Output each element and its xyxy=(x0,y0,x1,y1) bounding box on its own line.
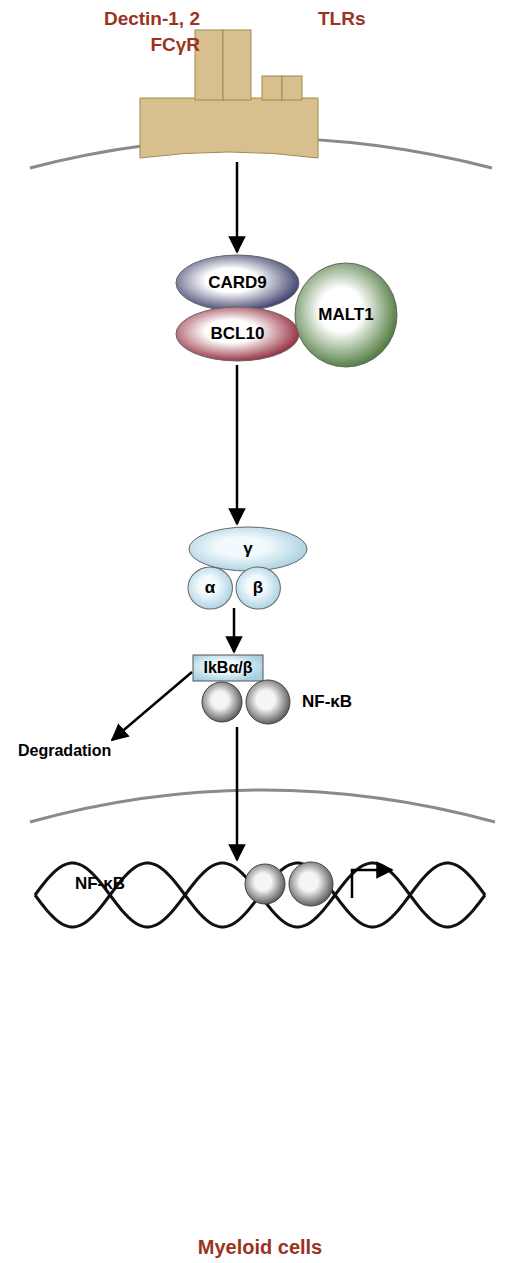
receptor-chain xyxy=(282,76,302,100)
receptor-label: Dectin-1, 2 xyxy=(104,8,200,30)
degradation-arrow xyxy=(112,672,192,740)
node-outline xyxy=(243,862,335,906)
protein-ellipse xyxy=(188,567,232,609)
protein-name: γ xyxy=(243,539,252,559)
node-outline xyxy=(200,680,292,724)
protein-ellipse xyxy=(176,255,299,311)
protein-name: α xyxy=(205,578,215,598)
signal-arrow xyxy=(236,727,239,860)
nfkb-label: NF-κB xyxy=(302,692,352,712)
receptor-chain xyxy=(262,76,282,100)
protein-name: CARD9 xyxy=(208,273,267,293)
protein-name: β xyxy=(253,578,263,598)
nfkb-dimer-nuclear: NF-κB xyxy=(243,862,335,906)
dna-strand xyxy=(35,863,485,927)
ikk-gamma: γ xyxy=(188,526,308,572)
nfkb-dimer: NF-κB xyxy=(200,680,292,724)
ikb-box: IkBα/β xyxy=(192,654,264,682)
card9-protein: CARD9 xyxy=(175,254,300,312)
signal-arrow xyxy=(233,608,236,652)
ikk-beta: β xyxy=(235,566,281,610)
nfkb-subunit xyxy=(245,864,285,904)
nfkb-subunit xyxy=(246,680,290,724)
bcl10-protein: BCL10 xyxy=(175,306,300,362)
receptor-label: FCγR xyxy=(150,34,200,56)
transcription-arrow xyxy=(352,870,392,898)
nfkb-subunit xyxy=(289,862,333,906)
protein-ellipse xyxy=(295,263,397,367)
receptor-chain xyxy=(223,30,251,100)
protein-box xyxy=(193,655,263,681)
signal-arrow xyxy=(236,162,239,252)
nuclear-membrane xyxy=(30,790,495,822)
nfkb-subunit xyxy=(202,682,242,722)
nfkb-label: NF-κB xyxy=(75,874,125,894)
malt1-protein: MALT1 xyxy=(294,262,398,368)
dna-helix xyxy=(35,863,485,927)
receptor-complex: Dectin-1, 2FCγRTLRs xyxy=(140,28,318,168)
receptor-label: TLRs xyxy=(318,8,366,30)
signal-arrow xyxy=(236,365,239,524)
protein-ellipse xyxy=(236,567,280,609)
ikk-alpha: α xyxy=(187,566,233,610)
protein-name: BCL10 xyxy=(211,324,265,344)
cell-type-label: Myeloid cells xyxy=(198,1236,323,1259)
receptor-base xyxy=(140,98,318,158)
process-label: Degradation xyxy=(18,742,111,760)
dna-strand xyxy=(35,863,485,927)
receptor-chain xyxy=(195,30,223,100)
protein-name: MALT1 xyxy=(318,305,373,325)
protein-name: IkBα/β xyxy=(204,659,253,677)
protein-ellipse xyxy=(176,307,299,361)
protein-ellipse xyxy=(189,527,307,571)
